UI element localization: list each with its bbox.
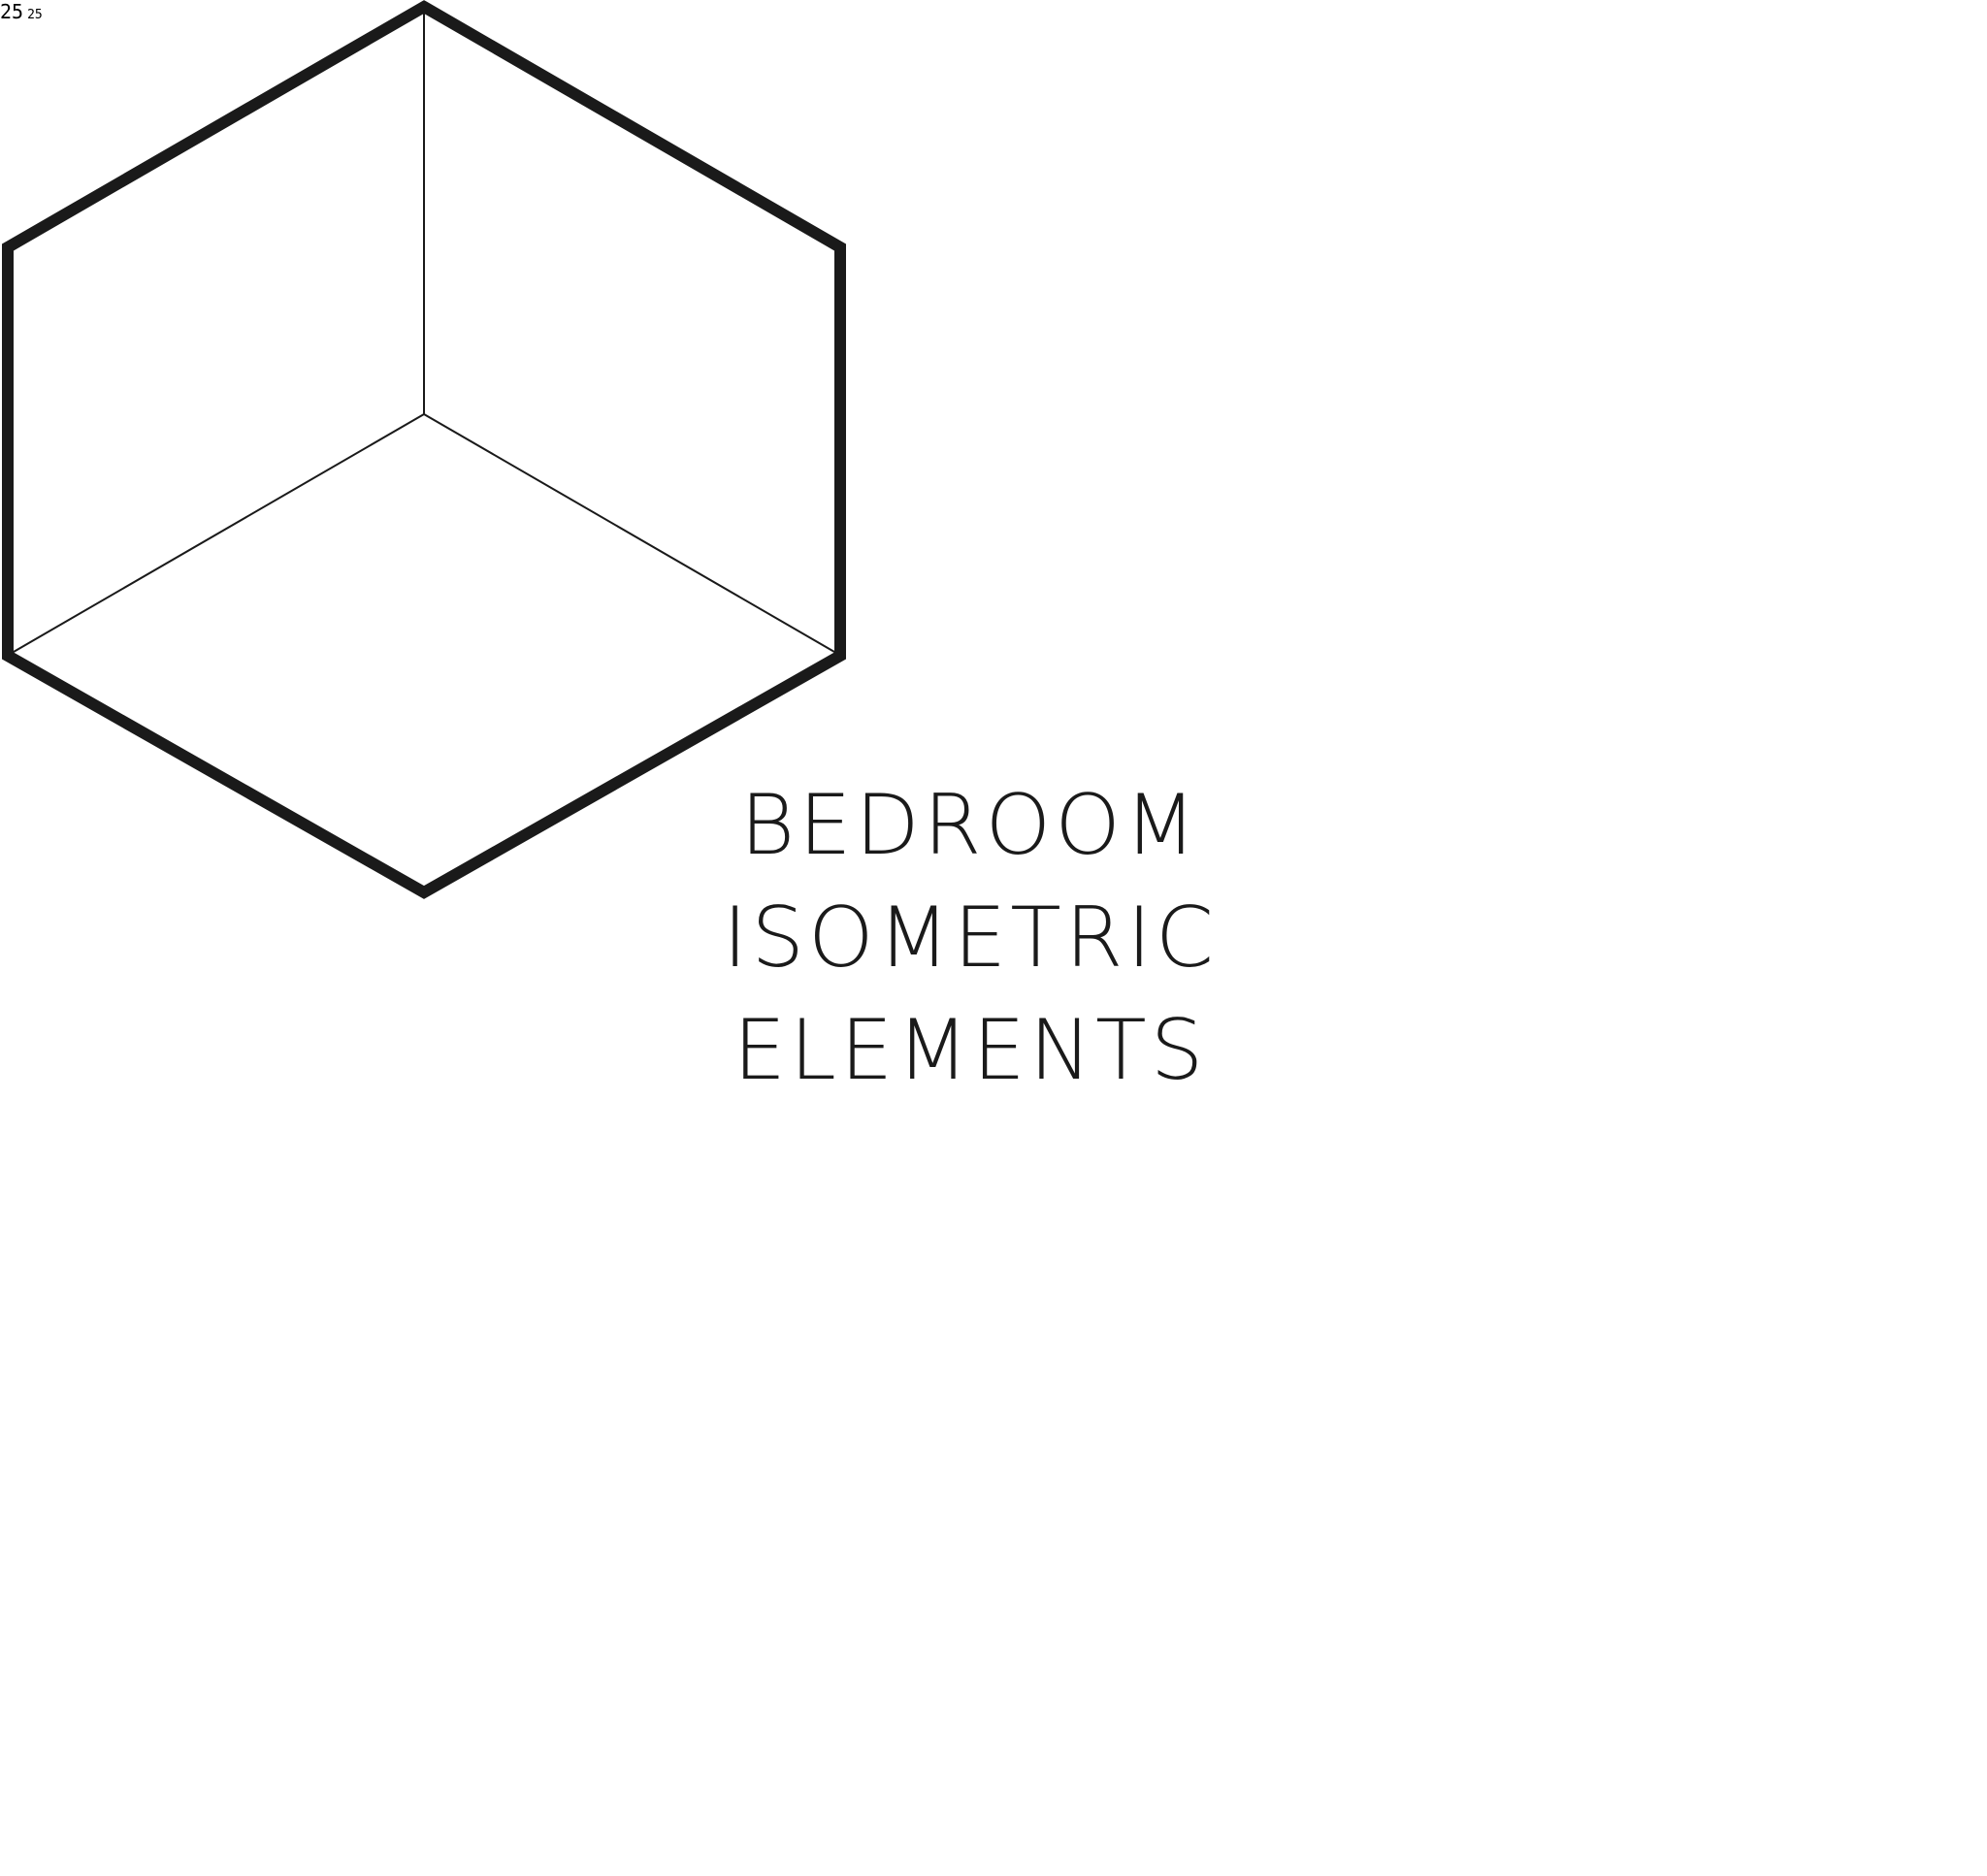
thermostat: 25 <box>0 0 27 23</box>
title-line-2: ISOMETRIC <box>723 889 1218 987</box>
thermostat-display: 25 <box>0 0 24 23</box>
title-line-1: BEDROOM <box>739 777 1201 874</box>
thermostat-display-small: 25 <box>27 8 43 22</box>
empty-room <box>1 0 846 899</box>
furnished-room-left: 25 <box>27 6 43 22</box>
title-line-3: ELEMENTS <box>733 1002 1208 1099</box>
